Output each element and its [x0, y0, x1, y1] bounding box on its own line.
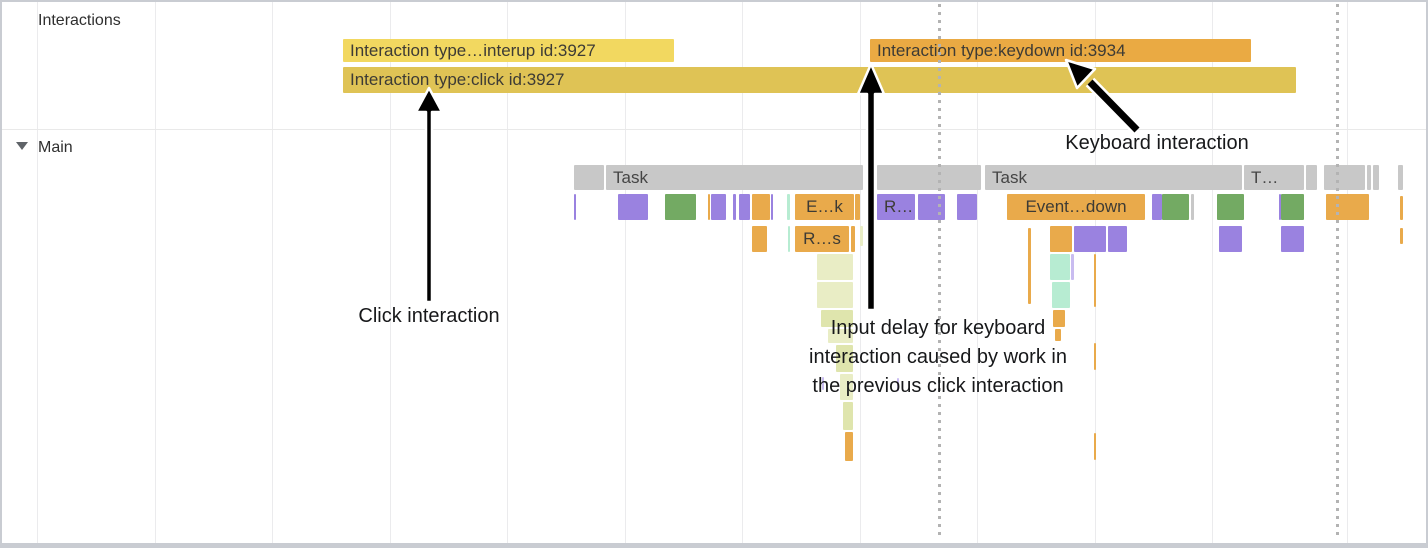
- flame-bar-r-[interactable]: R…: [877, 194, 915, 220]
- flame-bar[interactable]: [836, 345, 853, 372]
- flame-bar[interactable]: [733, 194, 736, 220]
- gridline: [390, 2, 391, 543]
- task-bar[interactable]: [1191, 194, 1194, 220]
- flame-bar[interactable]: [1219, 226, 1242, 252]
- interactions-track-label: Interactions: [38, 12, 121, 29]
- flame-bar[interactable]: [1094, 343, 1096, 370]
- flame-bar[interactable]: [1052, 282, 1070, 308]
- task-bar[interactable]: [1367, 165, 1371, 190]
- gridline: [37, 2, 38, 543]
- flame-bar[interactable]: [822, 377, 824, 390]
- gridline: [742, 2, 743, 543]
- dotted-guide-line: [1336, 4, 1339, 540]
- flame-bar[interactable]: [845, 432, 853, 461]
- flame-bar[interactable]: [787, 194, 790, 220]
- interaction-bar-interaction-type-keydown-id-3934[interactable]: Interaction type:keydown id:3934: [870, 39, 1251, 62]
- flame-bar[interactable]: [1108, 226, 1127, 252]
- task-bar-task[interactable]: Task: [606, 165, 863, 190]
- flame-bar[interactable]: [1050, 226, 1072, 252]
- task-bar[interactable]: [1373, 165, 1379, 190]
- flame-bar[interactable]: [1217, 194, 1244, 220]
- input-delay-line-3: the previous click interaction: [812, 375, 1064, 397]
- flame-bar[interactable]: [840, 374, 853, 400]
- interaction-bar-interaction-type-interup-id-3927[interactable]: Interaction type…interup id:3927: [343, 39, 674, 62]
- gridline: [155, 2, 156, 543]
- flame-bar[interactable]: [843, 402, 853, 430]
- flame-bar[interactable]: [574, 194, 576, 220]
- gridline: [272, 2, 273, 543]
- flame-bar[interactable]: [1281, 194, 1304, 220]
- flame-bar[interactable]: [817, 254, 853, 280]
- flame-bar[interactable]: [855, 194, 860, 220]
- interaction-bar-interaction-type-click-id-3927[interactable]: Interaction type:click id:3927: [343, 67, 1296, 93]
- input-delay-line-1: Input delay for keyboard: [830, 317, 1046, 339]
- flame-bar[interactable]: [821, 310, 853, 327]
- flame-bar-r-s[interactable]: R…s: [795, 226, 849, 252]
- gridline: [1212, 2, 1213, 543]
- flame-bar[interactable]: [957, 194, 977, 220]
- click-arrow-icon: [414, 86, 444, 304]
- flame-bar[interactable]: [860, 226, 863, 246]
- gridline: [625, 2, 626, 543]
- gridline: [507, 2, 508, 543]
- task-bar-task[interactable]: Task: [985, 165, 1242, 190]
- task-bar-t-[interactable]: T…: [1244, 165, 1304, 190]
- flame-bar[interactable]: [828, 329, 853, 343]
- track-separator: [2, 129, 1426, 130]
- main-track-label: Main: [38, 139, 73, 156]
- flame-bar[interactable]: [1055, 329, 1061, 341]
- dotted-guide-line: [938, 4, 941, 540]
- flame-bar-event-down[interactable]: Event…down: [1007, 194, 1145, 220]
- flame-bar[interactable]: [1028, 228, 1031, 304]
- flame-bar[interactable]: [752, 194, 770, 220]
- flame-bar[interactable]: [739, 194, 750, 220]
- flame-bar[interactable]: [771, 194, 773, 220]
- flame-bar[interactable]: [1400, 196, 1403, 220]
- flame-bar[interactable]: [1152, 194, 1162, 220]
- flame-bar[interactable]: [788, 226, 790, 252]
- flame-bar[interactable]: [897, 378, 899, 391]
- flame-bar[interactable]: [1162, 194, 1189, 220]
- main-track-collapse-icon[interactable]: [16, 142, 28, 150]
- task-bar[interactable]: [574, 165, 604, 190]
- input-delay-line-2: interaction caused by work in: [809, 346, 1067, 368]
- task-bar[interactable]: [877, 165, 981, 190]
- flame-bar[interactable]: [1094, 433, 1096, 460]
- flame-bar[interactable]: [1094, 254, 1096, 307]
- flame-bar[interactable]: [817, 282, 853, 308]
- flame-bar[interactable]: [1071, 254, 1074, 280]
- keyboard-interaction-annotation: Keyboard interaction: [1065, 132, 1249, 154]
- click-interaction-annotation: Click interaction: [358, 305, 500, 327]
- flame-bar[interactable]: [665, 194, 696, 220]
- flame-bar[interactable]: [1279, 194, 1281, 220]
- task-bar[interactable]: [1306, 165, 1317, 190]
- flame-bar[interactable]: [851, 226, 855, 252]
- task-bar[interactable]: [1324, 165, 1365, 190]
- gridline: [977, 2, 978, 543]
- flame-bar[interactable]: [1326, 194, 1369, 220]
- flame-bar[interactable]: [1050, 254, 1070, 280]
- flame-bar[interactable]: [711, 194, 726, 220]
- flame-bar[interactable]: [1053, 310, 1065, 327]
- flame-bar[interactable]: [1281, 226, 1304, 252]
- gridline: [1347, 2, 1348, 543]
- flame-bar[interactable]: [1074, 226, 1106, 252]
- flame-bar[interactable]: [618, 194, 648, 220]
- flame-bar[interactable]: [708, 194, 710, 220]
- input-delay-annotation: Input delay for keyboard interaction cau…: [809, 314, 1067, 401]
- task-bar[interactable]: [1398, 165, 1403, 190]
- flame-bar[interactable]: [752, 226, 767, 252]
- flame-bar-e-k[interactable]: E…k: [795, 194, 854, 220]
- flame-bar[interactable]: [1400, 228, 1403, 244]
